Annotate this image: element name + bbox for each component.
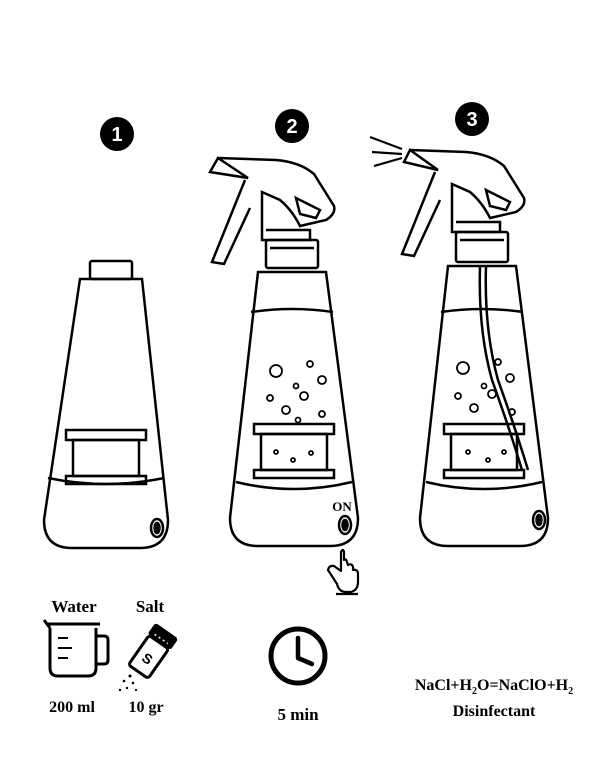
nozzle [402, 148, 439, 172]
electrode-core [259, 432, 329, 472]
time-legend: 5 min [268, 626, 328, 724]
bottle-body [228, 270, 360, 548]
base-line [425, 480, 543, 491]
salt-legend: Salt S 10 gr [118, 597, 178, 716]
trigger-grip [484, 187, 512, 212]
step-2: 2 [208, 109, 360, 596]
step-3: 3 [369, 102, 550, 548]
electrode-core [71, 438, 141, 478]
electrode-bottom [252, 468, 336, 480]
electrode-top [442, 422, 526, 436]
bottle-1 [42, 259, 170, 550]
salt-amount: 10 gr [128, 699, 163, 716]
electrode-bottom [442, 468, 526, 480]
power-button[interactable] [337, 514, 353, 536]
formula-legend: NaCl+H2O=NaClO+H2 Disinfectant [415, 677, 573, 720]
dip-tube [478, 265, 524, 471]
svg-text:3: 3 [466, 109, 477, 131]
step-2-badge: 2 [275, 109, 309, 143]
electrode-core [449, 432, 519, 472]
bottle-2 [208, 156, 360, 548]
power-button[interactable] [149, 517, 165, 539]
water-amount: 200 ml [49, 699, 95, 716]
electrode-bottom [64, 474, 148, 486]
bubbles [266, 360, 327, 463]
measuring-cup-icon [42, 619, 110, 678]
on-label: ON [332, 499, 352, 514]
trigger-grip [294, 195, 322, 220]
water-line [440, 307, 524, 314]
water-legend: Water 200 ml [42, 597, 110, 716]
sprayer-collar [454, 230, 510, 264]
disinfectant-caption: Disinfectant [453, 703, 536, 720]
water-title: Water [51, 597, 97, 616]
bottle-3 [400, 148, 550, 548]
sprayer-head [409, 148, 526, 234]
base-line [235, 480, 353, 491]
nozzle [208, 156, 249, 180]
pointing-hand-icon [326, 548, 360, 596]
trigger [400, 171, 442, 258]
salt-grains [118, 674, 138, 692]
chemical-formula: NaCl+H2O=NaClO+H2 [415, 677, 573, 697]
time-amount: 5 min [277, 705, 319, 724]
sprayer-head [217, 156, 336, 242]
electrode-top [64, 428, 148, 442]
trigger [210, 179, 252, 266]
sprayer-collar [264, 238, 320, 270]
electrode-top [252, 422, 336, 436]
bottle-body [418, 264, 550, 548]
step-3-badge: 3 [455, 102, 489, 136]
svg-text:2: 2 [286, 116, 297, 138]
bubbles [454, 358, 516, 463]
salt-shaker-icon: S [118, 623, 178, 692]
bottle-cap [88, 259, 134, 281]
spray-lines [369, 135, 403, 168]
water-line [250, 307, 334, 314]
step-1-badge: 1 [100, 117, 134, 151]
step-1: 1 [42, 117, 170, 550]
svg-text:1: 1 [111, 124, 122, 146]
bottle-body [42, 277, 170, 550]
salt-title: Salt [136, 597, 165, 616]
power-button[interactable] [531, 509, 547, 531]
clock-icon [268, 626, 328, 686]
